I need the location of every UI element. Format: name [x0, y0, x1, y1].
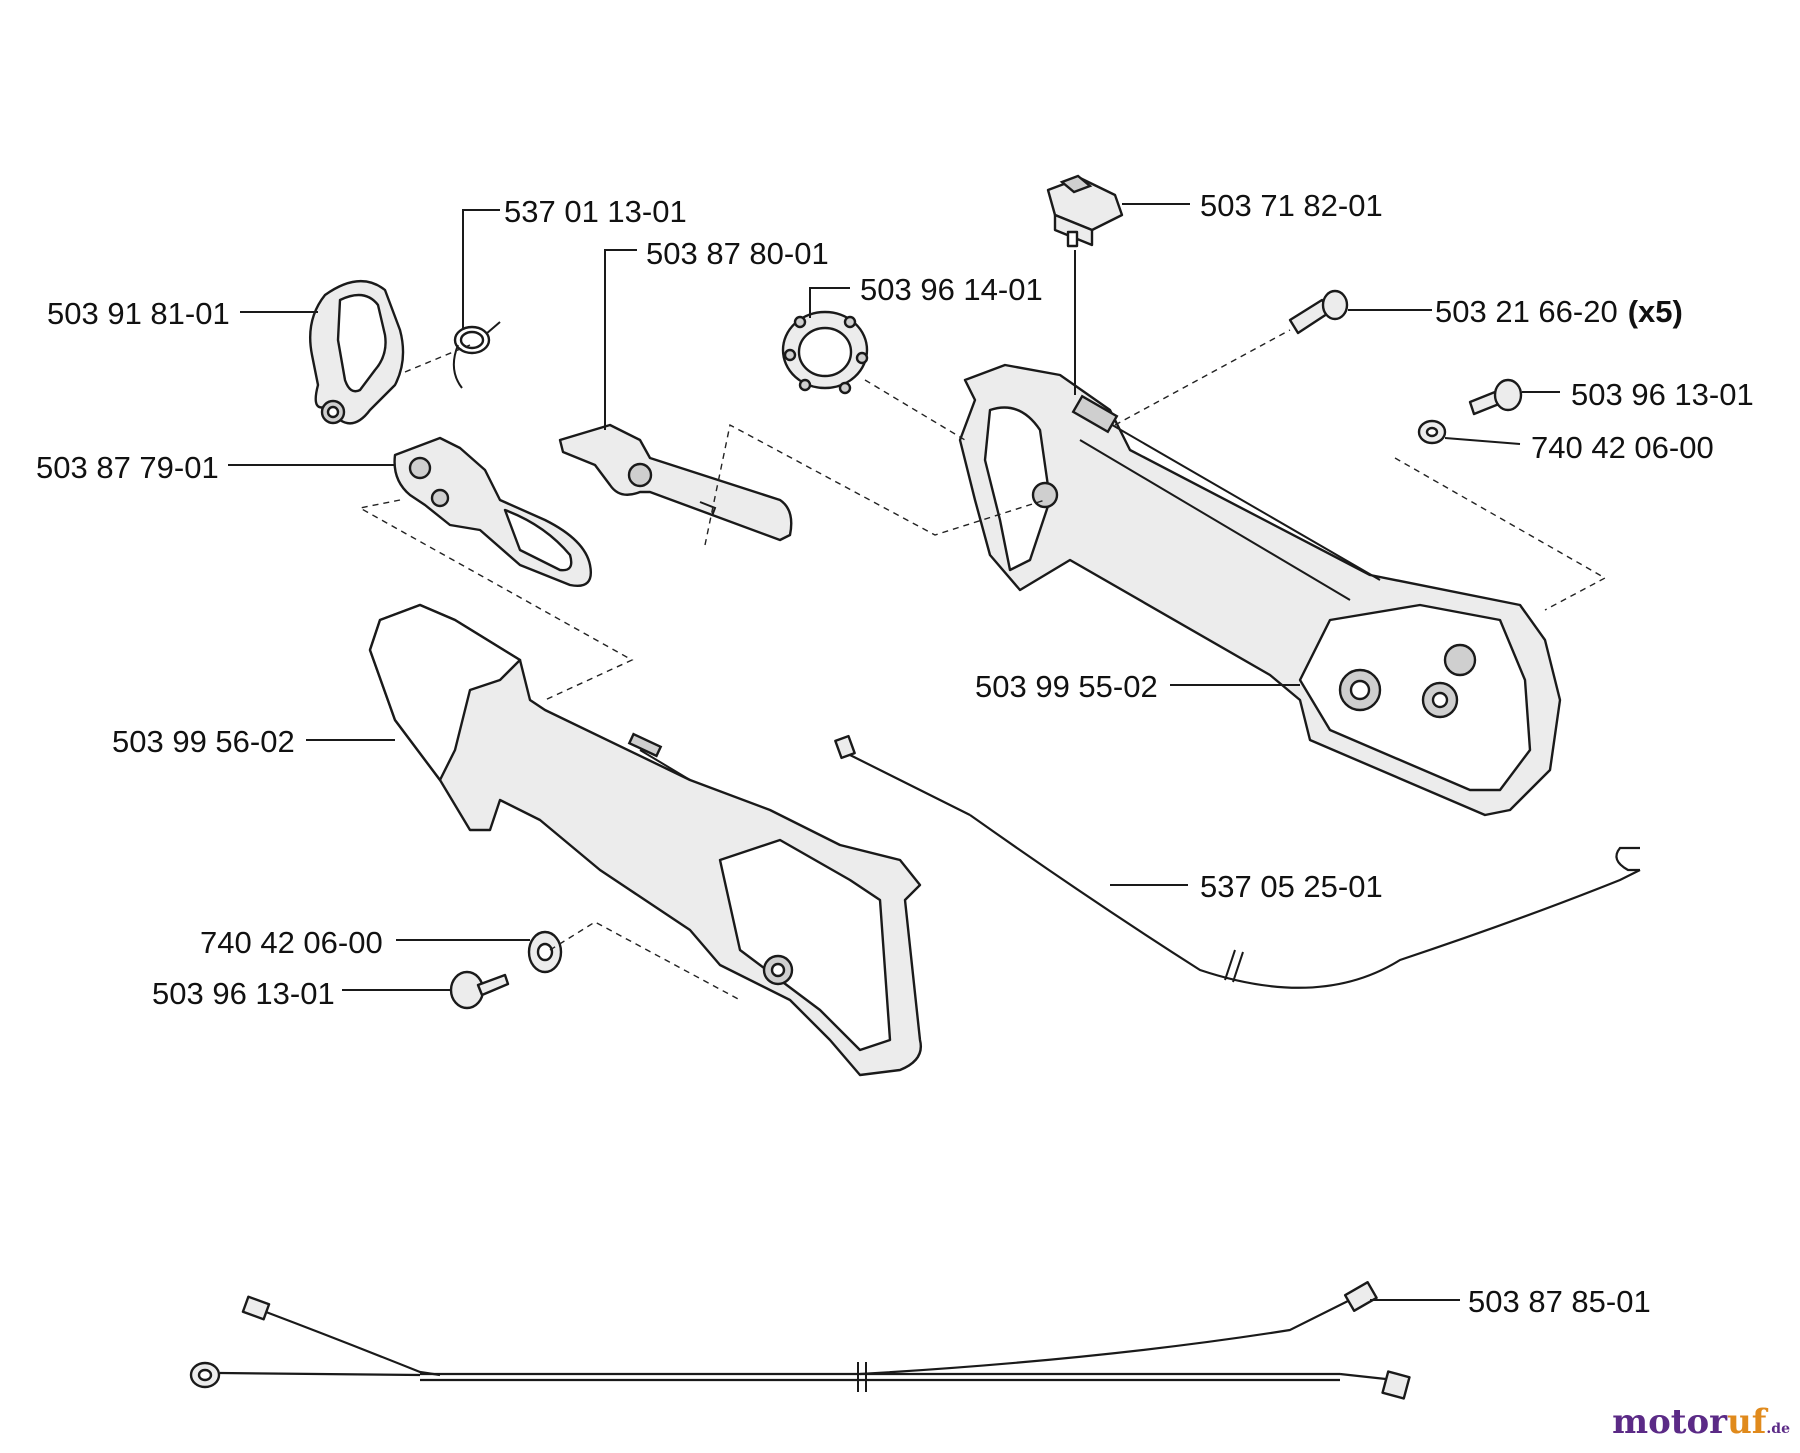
- label-503-96-13-01-top: 503 96 13-01: [1571, 377, 1754, 412]
- label-503-91-81-01: 503 91 81-01: [47, 296, 230, 331]
- label-503-21-66-20: 503 21 66-20(x5): [1435, 294, 1683, 329]
- switch-part: [1046, 174, 1124, 248]
- washer-screw-bottom: [449, 930, 563, 1010]
- label-503-87-79-01: 503 87 79-01: [36, 450, 219, 485]
- screw-part: [1288, 289, 1349, 335]
- assembly-guides: [358, 329, 1607, 1001]
- spring-part: [452, 321, 501, 389]
- throttle-cable-part: [834, 734, 1641, 989]
- label-503-87-80-01: 503 87 80-01: [646, 236, 829, 271]
- ring-part: [781, 310, 869, 395]
- part-labels: 537 01 13-01 503 87 80-01 503 91 81-01 5…: [36, 188, 1754, 1319]
- label-503-96-14-01: 503 96 14-01: [860, 272, 1043, 307]
- label-740-42-06-00-top: 740 42 06-00: [1531, 430, 1714, 465]
- bracket-part: [309, 279, 405, 425]
- label-503-99-55-02: 503 99 55-02: [975, 669, 1158, 704]
- label-503-96-13-01-bottom: 503 96 13-01: [152, 976, 335, 1011]
- label-503-99-56-02: 503 99 56-02: [112, 724, 295, 759]
- label-537-01-13-01: 537 01 13-01: [504, 194, 687, 229]
- screw-washer-top: [1417, 378, 1523, 445]
- watermark-logo: motoruf.de: [1612, 1402, 1790, 1442]
- label-503-71-82-01: 503 71 82-01: [1200, 188, 1383, 223]
- leader-lines: [228, 203, 1560, 1301]
- label-740-42-06-00-bottom: 740 42 06-00: [200, 925, 383, 960]
- wiring-harness-part: [189, 1281, 1411, 1400]
- front-handle-part: [368, 603, 922, 1077]
- lever-part: [558, 423, 793, 542]
- label-503-87-85-01: 503 87 85-01: [1468, 1284, 1651, 1319]
- label-537-05-25-01: 537 05 25-01: [1200, 869, 1383, 904]
- throttle-trigger-part: [393, 436, 592, 587]
- rear-handle-part: [958, 363, 1562, 817]
